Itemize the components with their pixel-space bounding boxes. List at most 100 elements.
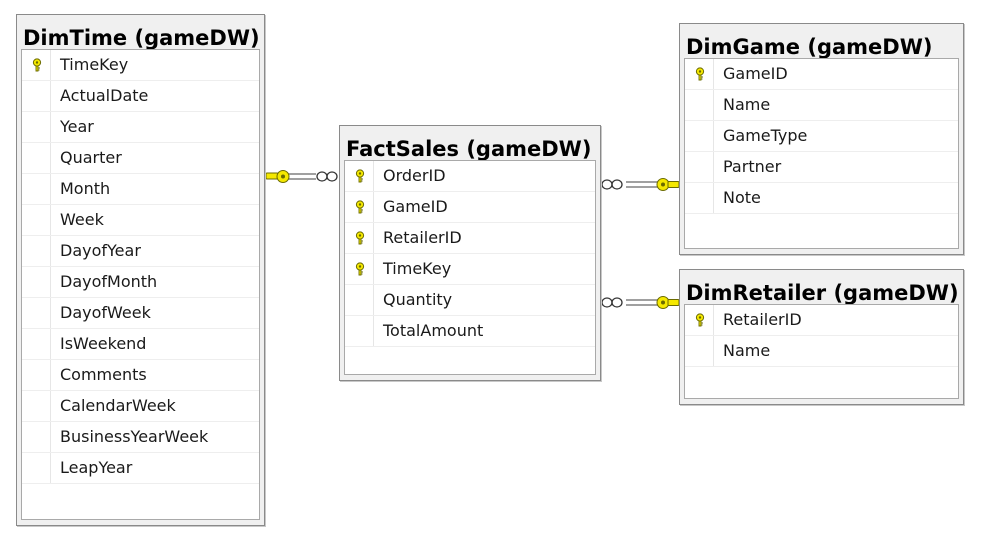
row-selector[interactable] [22, 391, 51, 421]
column-row-game-type[interactable]: GameType [685, 121, 958, 152]
column-row-total-amount[interactable]: TotalAmount [345, 316, 595, 347]
column-name: Partner [723, 157, 782, 176]
column-grid: RetailerID Name [684, 304, 959, 399]
key-endpoint-icon [656, 296, 680, 309]
column-row-note[interactable]: Note [685, 183, 958, 214]
infinity-endpoint-icon [316, 171, 338, 182]
row-selector[interactable] [22, 205, 51, 235]
column-name: RetailerID [723, 310, 802, 329]
column-row-retailer-id[interactable]: RetailerID [685, 305, 958, 336]
table-factsales[interactable]: FactSales (gameDW) OrderID GameID Retailer… [339, 125, 601, 381]
column-row-game-id[interactable]: GameID [345, 192, 595, 223]
column-row-time-key[interactable]: TimeKey [345, 254, 595, 285]
column-name: Week [60, 210, 104, 229]
column-row-order-id[interactable]: OrderID [345, 161, 595, 192]
column-row-partner[interactable]: Partner [685, 152, 958, 183]
column-row-business-year-week[interactable]: BusinessYearWeek [22, 422, 259, 453]
infinity-endpoint-icon [601, 179, 623, 190]
row-selector[interactable] [345, 254, 374, 284]
row-selector[interactable] [345, 316, 374, 346]
column-name: BusinessYearWeek [60, 427, 209, 446]
column-row-is-weekend[interactable]: IsWeekend [22, 329, 259, 360]
row-selector[interactable] [22, 112, 51, 142]
column-row-name[interactable]: Name [685, 336, 958, 367]
column-row-quarter[interactable]: Quarter [22, 143, 259, 174]
relationship-factsales-dimgame[interactable] [601, 178, 680, 191]
row-selector[interactable] [22, 422, 51, 452]
column-name: RetailerID [383, 228, 462, 247]
column-name: CalendarWeek [60, 396, 176, 415]
row-selector[interactable] [345, 285, 374, 315]
column-name: GameID [383, 197, 448, 216]
row-selector[interactable] [22, 298, 51, 328]
column-row-quantity[interactable]: Quantity [345, 285, 595, 316]
column-row-week[interactable]: Week [22, 205, 259, 236]
column-row-dayof-week[interactable]: DayofWeek [22, 298, 259, 329]
column-row-actual-date[interactable]: ActualDate [22, 81, 259, 112]
row-selector[interactable] [22, 267, 51, 297]
column-row-year[interactable]: Year [22, 112, 259, 143]
row-selector[interactable] [685, 336, 714, 366]
primary-key-icon [355, 169, 365, 183]
row-selector[interactable] [22, 143, 51, 173]
column-row-game-id[interactable]: GameID [685, 59, 958, 90]
table-dimretailer[interactable]: DimRetailer (gameDW) RetailerID Name [679, 269, 964, 405]
row-selector[interactable] [22, 81, 51, 111]
column-name: DayofYear [60, 241, 141, 260]
key-endpoint-icon [265, 170, 290, 183]
column-name: TotalAmount [383, 321, 484, 340]
column-name: GameType [723, 126, 808, 145]
relationship-factsales-dimretailer[interactable] [601, 296, 680, 309]
column-name: Name [723, 95, 771, 114]
primary-key-icon [695, 67, 705, 81]
row-selector[interactable] [345, 161, 374, 191]
primary-key-icon [355, 262, 365, 276]
row-selector[interactable] [22, 174, 51, 204]
row-selector[interactable] [345, 223, 374, 253]
row-selector[interactable] [22, 360, 51, 390]
table-title[interactable]: DimRetailer (gameDW) [686, 281, 959, 304]
table-title[interactable]: DimGame (gameDW) [686, 35, 933, 58]
column-row-time-key[interactable]: TimeKey [22, 50, 259, 81]
row-selector[interactable] [685, 59, 714, 89]
infinity-endpoint-icon [601, 297, 623, 308]
column-row-month[interactable]: Month [22, 174, 259, 205]
column-row-retailer-id[interactable]: RetailerID [345, 223, 595, 254]
relationship-factsales-dimtime[interactable] [265, 170, 338, 183]
column-row-name[interactable]: Name [685, 90, 958, 121]
column-name: DayofMonth [60, 272, 158, 291]
row-selector[interactable] [685, 152, 714, 182]
column-name: Quantity [383, 290, 453, 309]
row-selector[interactable] [685, 305, 714, 335]
key-endpoint-icon [656, 178, 680, 191]
column-name: IsWeekend [60, 334, 147, 353]
column-name: Note [723, 188, 761, 207]
row-selector[interactable] [685, 121, 714, 151]
column-name: DayofWeek [60, 303, 151, 322]
column-row-calendar-week[interactable]: CalendarWeek [22, 391, 259, 422]
column-row-dayof-month[interactable]: DayofMonth [22, 267, 259, 298]
primary-key-icon [355, 200, 365, 214]
row-selector[interactable] [22, 329, 51, 359]
table-title[interactable]: FactSales (gameDW) [346, 137, 592, 160]
column-row-leap-year[interactable]: LeapYear [22, 453, 259, 484]
row-selector[interactable] [22, 236, 51, 266]
row-selector[interactable] [685, 90, 714, 120]
column-name: Year [60, 117, 94, 136]
column-row-comments[interactable]: Comments [22, 360, 259, 391]
primary-key-icon [695, 313, 705, 327]
primary-key-icon [32, 58, 42, 72]
row-selector[interactable] [685, 183, 714, 213]
table-title[interactable]: DimTime (gameDW) [23, 26, 260, 49]
column-name: GameID [723, 64, 788, 83]
column-row-dayof-year[interactable]: DayofYear [22, 236, 259, 267]
row-selector[interactable] [22, 453, 51, 483]
row-selector[interactable] [22, 50, 51, 80]
row-selector[interactable] [345, 192, 374, 222]
column-name: Comments [60, 365, 147, 384]
